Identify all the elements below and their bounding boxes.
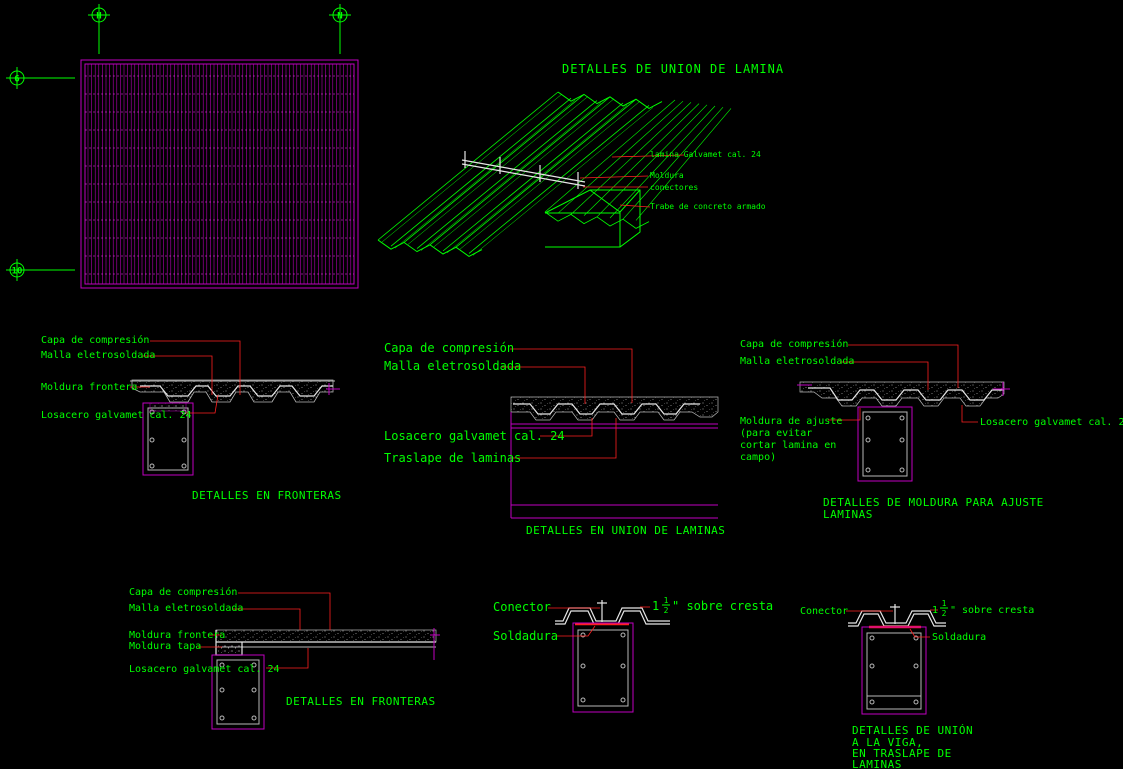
plan-hatch xyxy=(85,75,354,275)
detail-moldura-title-2: LAMINAS xyxy=(823,508,873,521)
label-cresta-1: 1 1 2 " sobre cresta xyxy=(652,596,773,615)
plan-ribs xyxy=(87,64,352,284)
label-traslape: Traslape de laminas xyxy=(384,451,521,465)
svg-text:" sobre cresta: " sobre cresta xyxy=(672,599,773,613)
iso-detail: DETALLES DE UNION DE LAMINA lamina Galva… xyxy=(377,62,784,257)
label-cresta-2: 1 1 2 " sobre cresta xyxy=(932,599,1034,618)
label-malla-4: Malla eletrosoldada xyxy=(129,603,243,614)
label-losacero-2: Losacero galvamet cal. 24 xyxy=(384,429,565,443)
label-capa-4: Capa de compresión xyxy=(129,586,237,598)
detail-fronteras-1: Capa de compresión Malla eletrosoldada M… xyxy=(41,334,342,502)
label-moldura-frontera-2: Moldura frontera xyxy=(129,630,225,641)
label-losacero-4: Losacero galvamet cal. 24 xyxy=(129,664,280,675)
detail-conector-2-title-4: LAMINAS xyxy=(852,758,902,769)
label-malla-1: Malla eletrosoldada xyxy=(41,350,155,361)
detail-conector-2-title-2: A LA VIGA, xyxy=(852,736,923,749)
label-moldura-frontera-1: Moldura frontera xyxy=(41,382,137,393)
axis-marker-n: N xyxy=(329,4,351,26)
label-moldura-ajuste-2: (para evitar xyxy=(740,428,812,439)
label-capa-2: Capa de compresión xyxy=(384,341,514,355)
svg-text:1: 1 xyxy=(932,605,938,616)
label-moldura-ajuste-3: cortar lamina en xyxy=(740,440,836,451)
iso-deck xyxy=(377,91,732,257)
label-malla-3: Malla eletrosoldada xyxy=(740,356,854,367)
label-soldadura-2: Soldadura xyxy=(932,632,986,643)
svg-text:2: 2 xyxy=(942,609,947,618)
svg-text:10: 10 xyxy=(12,267,23,277)
detail-union-title: DETALLES EN UNION DE LAMINAS xyxy=(526,524,725,537)
detail-union: Capa de compresión Malla eletrosoldada L… xyxy=(384,341,725,537)
label-malla-2: Malla eletrosoldada xyxy=(384,359,521,373)
detail-fronteras-2-title: DETALLES EN FRONTERAS xyxy=(286,695,436,708)
label-losacero-3: Losacero galvamet cal. 24 xyxy=(980,417,1123,428)
label-moldura-ajuste: Moldura de ajuste xyxy=(740,416,842,427)
label-losacero-1: Losacero galvamet cal. 24 xyxy=(41,410,192,421)
iso-beam xyxy=(544,189,641,248)
detail-moldura-title-1: DETALLES DE MOLDURA PARA AJUSTE xyxy=(823,496,1044,509)
label-moldura-tapa: Moldura tapa xyxy=(129,641,201,652)
detail-conector-2-title-3: EN TRASLAPE DE xyxy=(852,747,952,760)
plan-view: H N 6 10 xyxy=(6,4,359,289)
detail-conector-1: Conector Soldadura 1 1 2 " sobre cresta xyxy=(493,596,773,713)
svg-text:1: 1 xyxy=(652,599,659,613)
iso-detail-title: DETALLES DE UNION DE LAMINA xyxy=(562,62,784,76)
plan-outline xyxy=(80,59,359,289)
svg-text:1: 1 xyxy=(664,596,669,605)
label-conectores: conectores xyxy=(650,183,698,192)
detail-conector-2-title-1: DETALLES DE UNIÓN xyxy=(852,724,973,737)
axis-marker-6: 6 xyxy=(6,67,28,89)
svg-text:N: N xyxy=(337,12,342,22)
label-trabe: Trabe de concreto armado xyxy=(650,202,766,211)
label-conector-1: Conector xyxy=(493,600,551,614)
label-conector-2: Conector xyxy=(800,606,848,617)
axis-marker-10: 10 xyxy=(6,259,28,281)
detail-moldura: Capa de compresión Malla eletrosoldada M… xyxy=(740,338,1123,521)
label-capa-1: Capa de compresión xyxy=(41,334,149,346)
svg-text:" sobre cresta: " sobre cresta xyxy=(950,605,1034,616)
detail-fronteras-1-title: DETALLES EN FRONTERAS xyxy=(192,489,342,502)
svg-text:H: H xyxy=(96,12,101,22)
svg-text:6: 6 xyxy=(14,75,19,85)
label-lamina-galvamet: lamina Galvamet cal. 24 xyxy=(650,150,761,159)
axis-marker-h: H xyxy=(88,4,110,26)
label-moldura: Moldura xyxy=(650,171,684,180)
detail-conector-2: Conector Soldadura 1 1 2 " sobre cresta … xyxy=(800,599,1034,769)
label-soldadura-1: Soldadura xyxy=(493,629,558,643)
detail-fronteras-2: Capa de compresión Malla eletrosoldada M… xyxy=(129,586,440,730)
iso-moldura xyxy=(461,151,586,189)
label-capa-3: Capa de compresión xyxy=(740,338,848,350)
label-moldura-ajuste-4: campo) xyxy=(740,452,776,463)
svg-text:1: 1 xyxy=(942,599,947,608)
svg-text:2: 2 xyxy=(664,606,669,615)
